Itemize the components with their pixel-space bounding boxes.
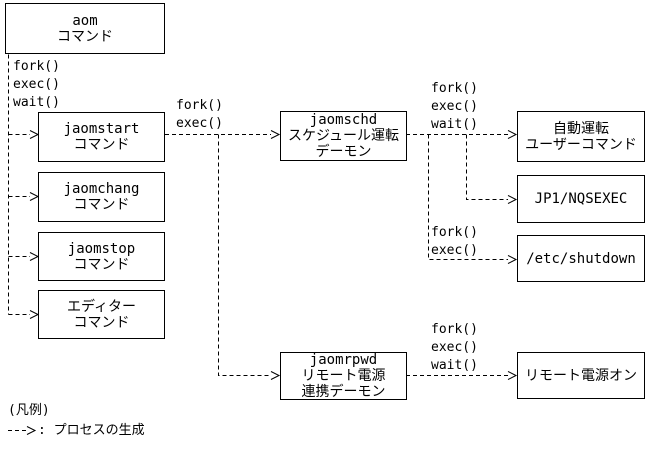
node-jaomchang-command: jaomchang コマンド bbox=[38, 172, 165, 222]
label-line: jaomstart bbox=[63, 121, 140, 137]
label-line: リモート電源オン bbox=[525, 367, 637, 384]
node-jaomstop-command: jaomstop コマンド bbox=[38, 232, 165, 281]
arrowhead-editor bbox=[29, 310, 40, 319]
call-label: fork() bbox=[431, 322, 478, 337]
call-label: wait() bbox=[431, 117, 478, 132]
label-line: jaomchang bbox=[63, 181, 140, 197]
call-label: exec() bbox=[431, 243, 478, 258]
arrowhead-remote bbox=[507, 371, 518, 380]
call-labels-jaomstart-to-jaomschd: fork() exec() bbox=[176, 97, 223, 133]
label-line: コマンド bbox=[73, 314, 130, 331]
node-editor-command: エディター コマンド bbox=[38, 290, 165, 339]
label-line: JP1/NQSEXEC bbox=[534, 191, 628, 207]
call-label: fork() bbox=[431, 225, 478, 240]
node-jaomschd-daemon: jaomschd スケジュール運転 デーモン bbox=[280, 111, 407, 161]
label-line: jaomschd bbox=[309, 112, 378, 128]
label-line: ユーザーコマンド bbox=[525, 136, 637, 153]
arrowhead-jaomchang bbox=[29, 192, 40, 201]
connector-jaomschd-to-shutdown bbox=[428, 134, 508, 260]
call-label: fork() bbox=[13, 59, 60, 74]
label-line: デーモン bbox=[315, 144, 372, 160]
call-label: exec() bbox=[176, 116, 223, 131]
arrowhead-jaomstop bbox=[29, 252, 40, 261]
call-label: fork() bbox=[176, 98, 223, 113]
arrowhead-shutdown bbox=[507, 255, 518, 264]
node-remote-power-on: リモート電源オン bbox=[517, 352, 645, 399]
call-labels-jaomschd-to-shutdown: fork() exec() bbox=[431, 224, 478, 260]
label-line: /etc/shutdown bbox=[526, 250, 636, 267]
label-line: jaomstop bbox=[67, 240, 136, 257]
arrowhead-jaomrpwd bbox=[270, 371, 281, 380]
connector-jaomstart-to-jaomrpwd bbox=[218, 134, 271, 376]
call-label: exec() bbox=[13, 77, 60, 92]
call-label: fork() bbox=[431, 81, 478, 96]
label-line: 自動運転 bbox=[553, 120, 609, 137]
label-line: aom bbox=[72, 12, 98, 29]
label-line: コマンド bbox=[73, 197, 130, 213]
node-jaomstart-command: jaomstart コマンド bbox=[38, 112, 165, 162]
legend-meaning: : プロセスの生成 bbox=[38, 423, 145, 438]
label-line: jaomrpwd bbox=[309, 352, 378, 368]
label-line: コマンド bbox=[73, 137, 130, 153]
connector-jaomschd-to-nqsexec bbox=[466, 134, 508, 200]
call-labels-jaomschd-to-user: fork() exec() wait() bbox=[431, 80, 478, 134]
label-line: コマンド bbox=[57, 28, 113, 45]
legend-arrowhead-sample bbox=[26, 426, 37, 435]
arrowhead-user bbox=[507, 130, 518, 139]
node-etc-shutdown: /etc/shutdown bbox=[517, 235, 645, 282]
label-line: リモート電源 bbox=[301, 368, 386, 384]
legend-heading: (凡例) bbox=[8, 403, 50, 418]
label-line: エディター bbox=[66, 298, 137, 315]
node-jaomrpwd-daemon: jaomrpwd リモート電源 連携デーモン bbox=[280, 352, 407, 400]
call-label: wait() bbox=[13, 95, 60, 110]
call-label: exec() bbox=[431, 340, 478, 355]
label-line: コマンド bbox=[73, 256, 130, 273]
arrowhead-jaomstart bbox=[29, 130, 40, 139]
call-label: wait() bbox=[431, 358, 478, 373]
node-auto-operation-user-command: 自動運転 ユーザーコマンド bbox=[517, 111, 645, 162]
call-label: exec() bbox=[431, 99, 478, 114]
arrowhead-jaomschd bbox=[270, 130, 281, 139]
node-aom-command: aom コマンド bbox=[5, 3, 165, 54]
call-labels-aom-children: fork() exec() wait() bbox=[13, 58, 60, 112]
call-labels-jaomrpwd-to-remote: fork() exec() wait() bbox=[431, 321, 478, 375]
node-jp1-nqsexec: JP1/NQSEXEC bbox=[517, 175, 645, 223]
arrowhead-nqsexec bbox=[507, 195, 518, 204]
label-line: スケジュール運転 bbox=[287, 128, 400, 144]
label-line: 連携デーモン bbox=[301, 384, 386, 400]
